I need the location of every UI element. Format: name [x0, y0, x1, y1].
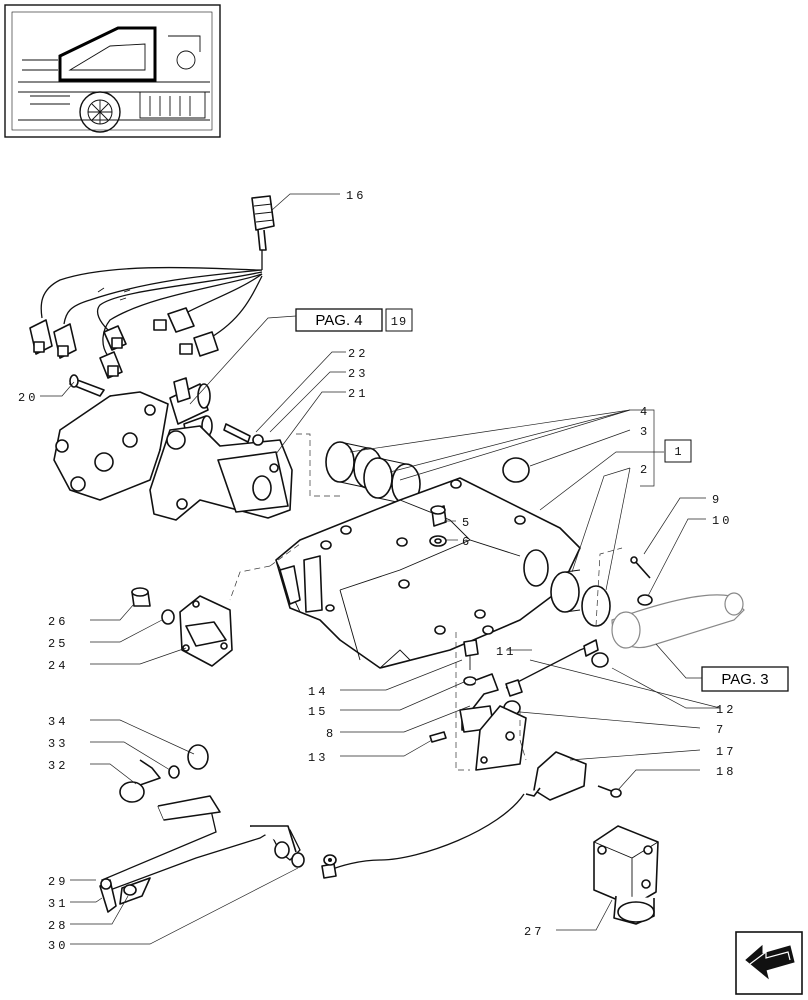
control-rod [99, 744, 337, 913]
cover-plate [131, 587, 233, 667]
page-ref-19-label: 19 [391, 315, 407, 329]
bushings [325, 441, 530, 505]
page-ref-pag4-label: PAG. 4 [315, 312, 362, 329]
callout-26: 26 [48, 615, 68, 629]
callout-11: 11 [496, 645, 516, 659]
callout-20: 20 [18, 391, 38, 405]
wiring-harness [29, 195, 275, 379]
callout-7: 7 [716, 723, 726, 737]
side-bushings [550, 569, 611, 627]
callout-22: 22 [348, 347, 368, 361]
callout-numbers: 16 20 22 23 21 4 3 2 5 6 9 10 26 25 24 1… [18, 189, 736, 953]
page-ref-pag4[interactable]: PAG. 4 [295, 308, 383, 332]
callout-18: 18 [716, 765, 736, 779]
callout-29: 29 [48, 875, 68, 889]
callout-14: 14 [308, 685, 328, 699]
lift-housing [275, 477, 581, 669]
sensor-linkage [429, 639, 609, 771]
page-ref-pag3-label: PAG. 3 [721, 671, 768, 688]
callout-30: 30 [48, 939, 68, 953]
callout-12: 12 [716, 703, 736, 717]
page-ref-pag3[interactable]: PAG. 3 [701, 666, 789, 692]
callout-25: 25 [48, 637, 68, 651]
callout-27: 27 [524, 925, 544, 939]
next-page-arrow-icon[interactable] [735, 931, 803, 995]
callout-21: 21 [348, 387, 368, 401]
callout-32: 32 [48, 759, 68, 773]
callout-9: 9 [712, 493, 722, 507]
callout-5: 5 [462, 516, 472, 530]
callout-31: 31 [48, 897, 68, 911]
callout-6: 6 [462, 535, 472, 549]
tractor-thumbnail-icon [4, 4, 221, 138]
page-ref-1: 1 [664, 439, 692, 463]
page-ref-1-label: 1 [674, 445, 681, 459]
callout-34: 34 [48, 715, 68, 729]
callout-2: 2 [640, 463, 650, 477]
hydraulic-fitting [593, 825, 659, 925]
position-sensor [321, 751, 622, 879]
callout-33: 33 [48, 737, 68, 751]
callout-3: 3 [640, 425, 650, 439]
callout-16: 16 [346, 189, 366, 203]
callout-4: 4 [640, 405, 650, 419]
callout-8: 8 [326, 727, 336, 741]
callout-15: 15 [308, 705, 328, 719]
callout-17: 17 [716, 745, 736, 759]
screw-and-washer [429, 505, 447, 547]
page-ref-19: 19 [385, 308, 413, 332]
leader-lines [40, 193, 721, 945]
callout-10: 10 [712, 514, 732, 528]
callout-24: 24 [48, 659, 68, 673]
callout-23: 23 [348, 367, 368, 381]
mounting-bracket [149, 423, 293, 521]
callout-28: 28 [48, 919, 68, 933]
callout-13: 13 [308, 751, 328, 765]
lift-arm [611, 556, 745, 649]
